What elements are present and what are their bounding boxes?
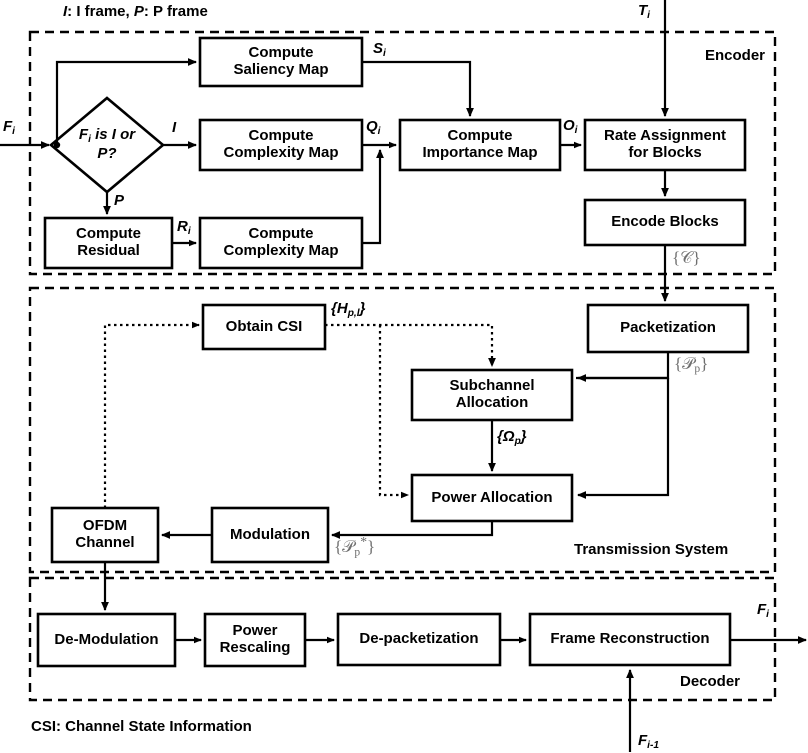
edge-input-to-saliency <box>55 58 197 145</box>
edge-ofdm-to-obtain-csi <box>103 321 200 508</box>
edge-packets-to-subchannel-seg <box>576 352 670 380</box>
de-packetization-shape <box>336 612 502 667</box>
signal-packets: {𝒫p} <box>674 354 709 376</box>
decoder-zone-label: Decoder <box>680 673 741 690</box>
packetization-shape <box>586 303 750 354</box>
edge-complexity-p-to-importance <box>362 149 384 245</box>
compute-complexity-map-p-shape <box>198 216 364 270</box>
signal-output-frame: ^Fi <box>757 601 770 620</box>
signal-input-frame: Fi <box>3 118 16 137</box>
power-allocation-shape <box>410 473 574 523</box>
compute-importance-map-shape <box>398 118 562 172</box>
encoder-zone-border <box>28 30 777 276</box>
branch-label-p: P <box>114 192 125 209</box>
signal-encoded: {𝒞} <box>672 248 701 267</box>
block-shapes <box>36 36 750 668</box>
bottom-caption: CSI: Channel State Information <box>31 718 252 735</box>
signal-subchannels: {Ωp} <box>497 428 527 447</box>
power-rescaling-shape <box>203 612 307 668</box>
signal-saliency: Si <box>373 40 386 59</box>
signal-residual: Ri <box>177 218 191 237</box>
edge-csi-to-power <box>378 325 409 499</box>
zone-borders <box>28 30 777 702</box>
encoder-zone-label: Encoder <box>705 47 766 64</box>
transmission-zone-label: Transmission System <box>574 541 729 558</box>
branch-label-i: I <box>172 119 177 136</box>
modulation-shape <box>210 506 330 564</box>
de-modulation-shape <box>36 612 177 668</box>
subchannel-allocation-shape <box>410 368 574 422</box>
compute-complexity-map-i-shape <box>198 118 364 172</box>
compute-saliency-map-shape <box>198 36 364 88</box>
signal-prev-frame: ^Fi-1 <box>638 731 660 751</box>
decoder-zone-border <box>28 576 777 702</box>
obtain-csi-shape <box>201 303 327 351</box>
edge-packets-to-power <box>577 378 670 499</box>
csi-connectors <box>103 321 496 508</box>
signal-complexity: Qi <box>366 118 381 137</box>
compute-residual-shape <box>43 216 174 270</box>
signal-powered-packets: {𝒫p*} <box>334 534 376 559</box>
frame-type-decision-shape <box>48 96 166 194</box>
encode-blocks-shape <box>583 198 747 247</box>
top-caption: I: I frame, P: P frame <box>63 3 208 20</box>
signal-importance: Oi <box>563 117 578 136</box>
signal-target-bits: Ti <box>638 2 651 21</box>
ofdm-channel-shape <box>50 506 160 564</box>
transmission-zone-border <box>28 286 777 574</box>
frame-reconstruction-shape <box>528 612 732 667</box>
rate-assignment-for-blocks-shape <box>583 118 747 172</box>
signal-csi: {Hp,l} <box>331 300 366 319</box>
edge-saliency-to-importance <box>362 60 474 117</box>
edge-power-to-modulation <box>331 521 494 539</box>
edge-csi-to-subchannel <box>325 323 496 367</box>
